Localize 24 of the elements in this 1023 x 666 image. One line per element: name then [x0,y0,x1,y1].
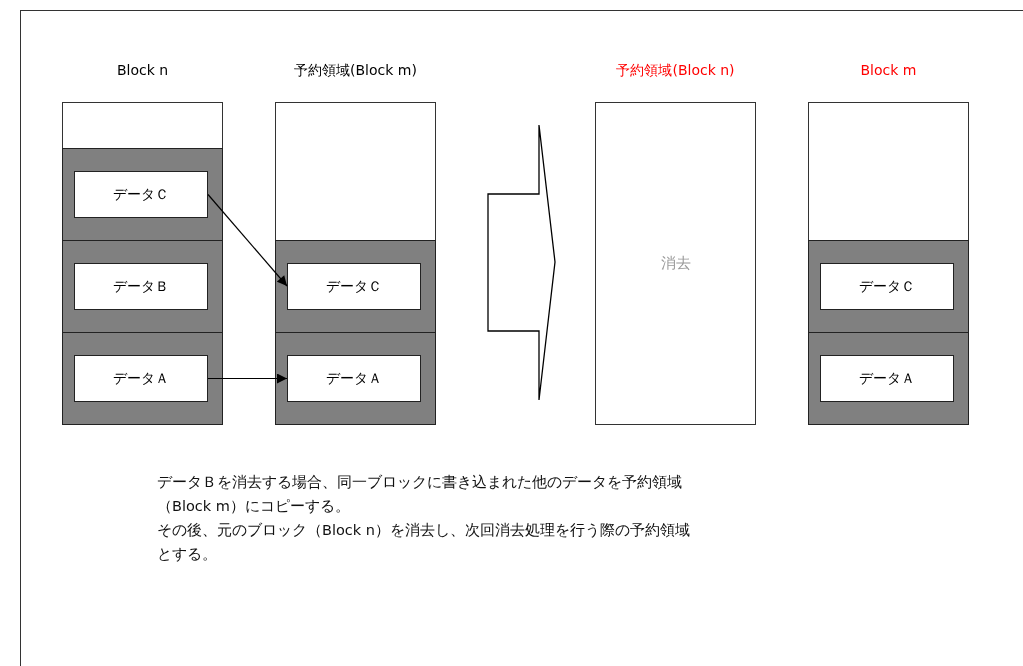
data-box: データＡ [820,355,954,402]
column-heading: 予約領域(Block m) [294,62,417,80]
data-box: データＢ [74,263,208,310]
column-heading: Block n [116,62,169,80]
process-arrow [487,124,556,401]
data-box: データＣ [820,263,954,310]
data-box: データＡ [287,355,421,402]
data-segment [808,240,969,333]
arrow [207,193,288,287]
erase-label: 消去 [660,254,691,273]
data-segment [62,332,223,425]
explanation-text: データＢを消去する場合、同一ブロックに書き込まれた他のデータを予約領域（Block m）にコピーする。 [157,473,683,516]
data-segment [275,240,436,333]
column-heading: 予約領域(Block n) [616,62,735,80]
data-segment [808,332,969,425]
data-segment [62,148,223,241]
arrow [207,373,288,384]
data-segment [275,332,436,425]
data-segment [62,240,223,333]
column-heading: Block m [860,62,917,80]
data-box: データＣ [74,171,208,218]
data-box: データＡ [74,355,208,402]
explanation-text: その後、元のブロック（Block n）を消去し、次回消去処理を行う際の予約領域とする。 [157,521,691,564]
data-box: データＣ [287,263,421,310]
